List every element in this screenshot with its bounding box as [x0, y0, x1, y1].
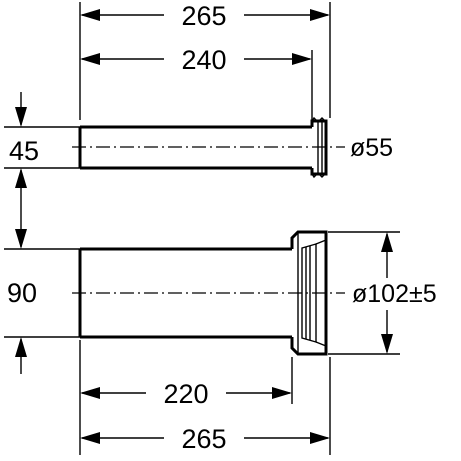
bottom-overall-length-dimension: 265 [80, 357, 331, 455]
large-pipe-diameter-dimension: ø102±5 [328, 231, 461, 355]
pipe-spacing-dimension [4, 200, 80, 250]
top-straight-length-dimension: 240 [80, 44, 313, 120]
bottom-straight-length-dimension: 220 [79, 340, 293, 455]
large-pipe-height-dimension: 90 [4, 278, 80, 374]
top-overall-length-label: 265 [181, 1, 226, 31]
bottom-overall-length-label: 265 [181, 424, 226, 454]
large-pipe [72, 230, 345, 356]
small-pipe [72, 116, 345, 179]
bottom-straight-length-label: 220 [163, 379, 208, 409]
large-pipe-diameter-label: ø102±5 [352, 280, 437, 308]
top-straight-length-label: 240 [181, 45, 226, 75]
top-overall-length-dimension: 265 [79, 0, 331, 120]
large-pipe-height-label: 90 [7, 278, 37, 308]
small-pipe-height-label: 45 [9, 136, 39, 166]
small-pipe-diameter-label: ø55 [350, 134, 393, 162]
small-pipe-height-dimension: 45 [4, 92, 80, 200]
small-pipe-diameter-dimension: ø55 [350, 134, 393, 162]
